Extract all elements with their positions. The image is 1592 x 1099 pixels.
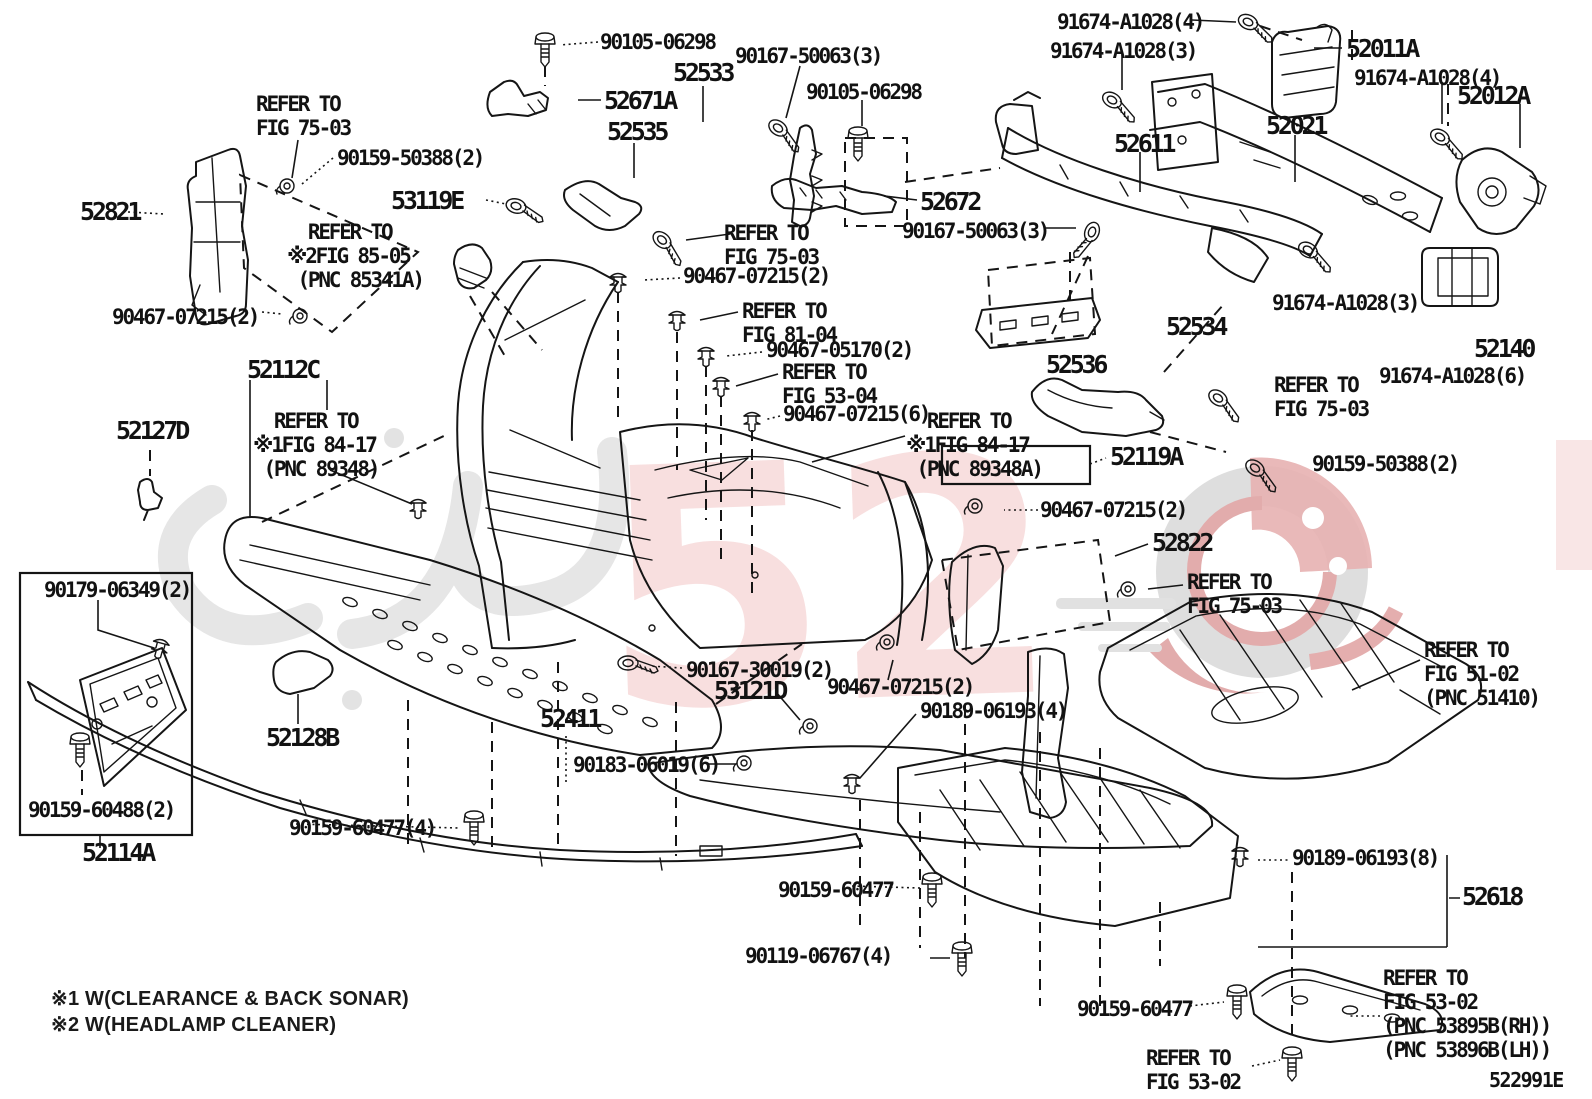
part-number-label: 90105-06298: [806, 80, 923, 104]
footnote-2: ※2 W(HEADLAMP CLEANER): [51, 1014, 337, 1036]
part-number-label: 91674-A1028(4): [1057, 10, 1205, 34]
part-number-label: 90467-07215(2): [683, 264, 831, 288]
part-number-label: 52534: [1166, 312, 1228, 341]
part-number-label: 52140: [1474, 334, 1536, 363]
part-52411-lower-spoiler: [27, 681, 863, 871]
reference-label: REFER TO FIG 75-03: [1274, 373, 1370, 421]
part-number-label: 52536: [1046, 350, 1108, 379]
part-number-label: 52535: [607, 117, 669, 146]
part-number-label: 52671A: [604, 86, 678, 115]
part-number-label: 90159-60477(4): [289, 816, 437, 840]
part-license-plate-bracket: [79, 647, 187, 787]
part-52112c-grille: [223, 516, 722, 756]
reference-label: REFER TO FIG 75-03: [1187, 570, 1283, 618]
part-52536-bracket: [1030, 377, 1165, 437]
part-number-label: 90167-50063(3): [902, 219, 1050, 243]
reference-label: REFER TO FIG 75-03: [724, 221, 820, 269]
part-number-label: 90105-06298: [600, 30, 717, 54]
part-number-label: 90467-07215(2): [1040, 498, 1188, 522]
part-number-label: 90467-07215(2): [827, 675, 975, 699]
reference-label: REFER TO FIG 75-03: [256, 92, 352, 140]
reference-label: REFER TO FIG 51-02 (PNC 51410): [1424, 638, 1541, 710]
part-number-label: 90179-06349(2): [44, 578, 192, 602]
part-number-label: 90159-50388(2): [1312, 452, 1460, 476]
part-number-label: 52021: [1266, 111, 1328, 140]
part-number-label: 52114A: [82, 838, 156, 867]
part-number-label: 91674-A1028(6): [1379, 364, 1527, 388]
part-number-label: 52821: [80, 197, 142, 226]
part-number-label: 52533: [673, 58, 735, 87]
part-number-label: 52127D: [116, 416, 190, 445]
part-number-label: 90467-07215(2): [112, 305, 260, 329]
part-number-label: 90159-60477: [778, 878, 895, 902]
reference-label: REFER TO FIG 81-04: [742, 299, 838, 347]
part-number-label: 91674-A1028(3): [1050, 39, 1198, 63]
part-number-label: 52618: [1462, 882, 1524, 911]
part-number-label: 90119-06767(4): [745, 944, 893, 968]
part-number-label: 53119E: [391, 186, 465, 215]
part-number-label: 91674-A1028(4): [1354, 66, 1502, 90]
watermark-lens-icon: [1056, 457, 1404, 694]
part-number-label: 52822: [1152, 528, 1214, 557]
part-engine-undercover: [1098, 593, 1482, 780]
part-52671a-bracket: [486, 79, 549, 117]
part-number-label: 52112C: [247, 355, 321, 384]
part-52535-bracket: [563, 180, 643, 231]
part-52618-lower-cover: [897, 747, 1239, 927]
reference-label: REFER TO FIG 53-02: [1146, 1046, 1242, 1094]
part-number-label: 90167-50063(3): [735, 44, 883, 68]
part-52534-bracket: [975, 297, 1101, 349]
part-front-bumper-cover: [456, 259, 933, 650]
part-52128b-cover: [272, 650, 334, 724]
part-number-label: 91674-A1028(3): [1272, 291, 1420, 315]
reference-label: REFER TO FIG 53-04: [782, 360, 878, 408]
reference-label: REFER TO ※1FIG 84-17 (PNC 89348): [253, 409, 381, 481]
part-number-label: 52611: [1114, 129, 1176, 158]
part-52821-side-support: [186, 147, 249, 326]
part-number-label: 90467-05170(2): [766, 338, 914, 362]
callout-box-89348a: [940, 444, 1092, 486]
part-number-label: 52119A: [1110, 442, 1184, 471]
part-number-label: 52012A: [1457, 81, 1531, 110]
footnote-1: ※1 W(CLEARANCE & BACK SONAR): [51, 988, 409, 1010]
part-52011a-bracket: [1271, 23, 1342, 119]
part-number-label: 52128B: [266, 723, 340, 752]
reference-label: REFER TO ※1FIG 84-17 (PNC 89348A): [906, 409, 1044, 481]
part-52140-bracket: [1421, 247, 1499, 307]
part-lower-center-lip: [647, 647, 1214, 849]
part-53895b-bracket: [1249, 968, 1444, 1043]
watermark-logo: 52: [158, 385, 1592, 785]
part-52127d-clip: [137, 478, 163, 521]
part-number-label: 90159-60488(2): [28, 798, 176, 822]
reference-label: REFER TO FIG 53-02 (PNC 53895B(RH)) (PNC…: [1383, 966, 1552, 1062]
part-headlamp-washer-nozzle: [453, 243, 493, 290]
part-number-label: 90167-30019(2): [686, 658, 834, 682]
part-52822-retainer: [948, 544, 1004, 665]
drawing-code: 522991E: [1489, 1068, 1564, 1092]
part-number-label: 52411: [540, 704, 602, 733]
part-number-label: 90189-06193(8): [1292, 846, 1440, 870]
part-number-label: 53121D: [714, 676, 788, 705]
part-number-label: 90159-50388(2): [337, 146, 485, 170]
callout-box-license-bracket: [18, 571, 194, 837]
part-number-label: 52672: [920, 187, 982, 216]
part-number-label: 52011A: [1346, 34, 1420, 63]
construction-lines: [81, 25, 1449, 1042]
part-number-label: 90189-06193(4): [920, 699, 1068, 723]
part-number-label: 90183-06019(6): [573, 753, 721, 777]
part-number-label: 90159-60477: [1077, 997, 1194, 1021]
leader-lines: [18, 19, 1521, 1067]
reference-label: REFER TO ※2FIG 85-05 (PNC 85341A): [287, 220, 425, 292]
part-52021-reinforcement: [1149, 73, 1443, 233]
part-52012a-bracket: [1455, 147, 1547, 235]
svg-text:52: 52: [592, 385, 1064, 785]
part-52611-energy-absorber: [994, 91, 1323, 283]
part-number-label: 90467-07215(6): [783, 402, 931, 426]
